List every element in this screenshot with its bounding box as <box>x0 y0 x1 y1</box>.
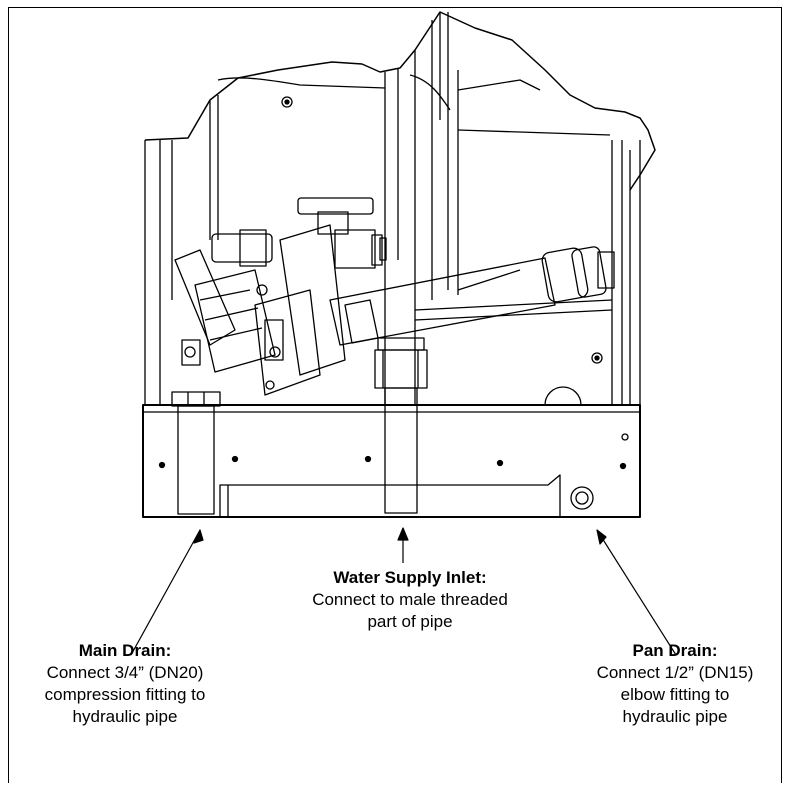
water-supply-arrowhead <box>397 527 409 541</box>
pan-drain-arrowhead <box>596 529 607 545</box>
pan-drain-title: Pan Drain: <box>632 641 718 660</box>
water-supply-line-2: part of pipe <box>367 612 453 631</box>
callout-arrows <box>130 527 677 656</box>
main-drain-callout: Main Drain: Connect 3/4” (DN20) compress… <box>10 640 240 728</box>
water-supply-pipe <box>374 337 428 514</box>
pan-drain-arrow <box>596 529 677 656</box>
main-drain-arrowhead <box>193 529 204 544</box>
cabinet-back-outline <box>144 11 656 406</box>
water-supply-line-1: Connect to male threaded <box>312 590 508 609</box>
water-supply-title: Water Supply Inlet: <box>333 568 487 587</box>
base-tray <box>142 404 641 518</box>
pan-drain-line-1: Connect 1/2” (DN15) <box>596 663 754 682</box>
main-drain-line-1: Connect 3/4” (DN20) <box>46 663 204 682</box>
main-drain-line-3: hydraulic pipe <box>72 707 178 726</box>
main-drain-pipe <box>171 391 221 515</box>
main-drain-title: Main Drain: <box>78 641 172 660</box>
pan-drain-line-2: elbow fitting to <box>620 685 730 704</box>
main-drain-arrow <box>130 529 201 656</box>
pan-drain-callout: Pan Drain: Connect 1/2” (DN15) elbow fit… <box>560 640 790 728</box>
figure-frame <box>8 7 782 783</box>
solenoid-valve-assembly <box>174 197 387 396</box>
main-drain-line-2: compression fitting to <box>44 685 206 704</box>
pan-drain-line-3: hydraulic pipe <box>622 707 728 726</box>
water-supply-callout: Water Supply Inlet: Connect to male thre… <box>290 567 530 633</box>
